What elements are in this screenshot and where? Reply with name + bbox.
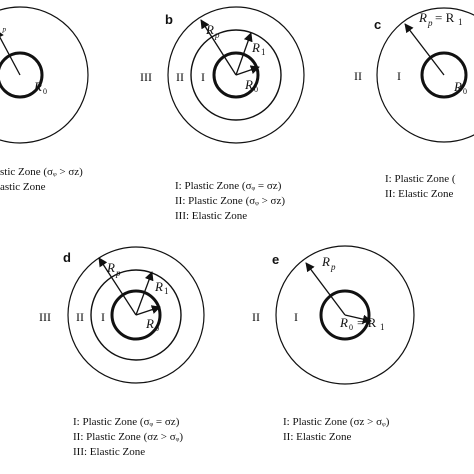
zone-boundary-circle (90, 269, 182, 361)
zone-boundary-circle (376, 7, 474, 143)
radius-label: 0 (254, 85, 258, 94)
opening-circle (420, 51, 468, 99)
radius-arrow (305, 262, 346, 316)
radius-label: R (205, 22, 214, 37)
radius-arrow (404, 23, 445, 76)
radius-label: 0 (155, 324, 159, 333)
radius-label: 0 (463, 87, 467, 96)
radius-label: R (106, 260, 115, 275)
radius-arrow (135, 271, 154, 316)
radius-label: R (418, 10, 427, 25)
panel-caption: I: Plastic Zone (σᵩ = σz) II: Plastic Zon… (73, 415, 183, 460)
panel-caption: I: Plastic Zone ( II: Elastic Zone (385, 172, 456, 202)
opening-circle (0, 51, 44, 99)
caption-line: I: Plastic Zone (σz > σᵩ) (283, 416, 390, 428)
radius-arrow (235, 65, 260, 76)
radius-arrow (0, 29, 21, 76)
caption-line: II: Plastic Zone (σz > σᵩ) (73, 431, 184, 443)
radius-label: R (33, 79, 42, 94)
radius-label: 1 (261, 47, 266, 57)
panel-letter: c (374, 17, 381, 32)
radius-label: R (453, 79, 462, 94)
zone-numeral: I (201, 70, 205, 84)
radius-label: R (339, 315, 348, 330)
zone-boundary-circle (167, 6, 305, 144)
radius-label: p (214, 30, 220, 40)
caption-line: III: Elastic Zone (73, 446, 146, 458)
radius-label: 0 (43, 87, 47, 96)
panel-letter: b (165, 12, 173, 27)
radius-label: R (251, 40, 260, 55)
zone-numeral: I (397, 69, 401, 83)
zone-numeral: II (252, 310, 260, 324)
radius-label: R (321, 254, 330, 269)
caption-line: II: Plastic Zone (σᵩ > σz) (175, 195, 286, 207)
caption-line: III: Elastic Zone (175, 210, 248, 222)
radius-arrow (98, 257, 137, 316)
zone-boundary-circle (275, 245, 415, 385)
zone-boundary-circle (190, 29, 282, 121)
radius-label: 1 (164, 286, 169, 296)
caption-line: I: Plastic Zone (σᵩ = σz) (175, 180, 282, 192)
caption-line: astic Zone (0, 181, 46, 193)
panel-caption: stic Zone (σᵩ > σz) astic Zone (0, 165, 83, 195)
zone-numeral: II (176, 70, 184, 84)
zone-boundary-circle (67, 246, 205, 384)
radius-label: 1 (458, 17, 463, 27)
radius-arrow (135, 305, 161, 316)
radius-label: p (115, 268, 121, 278)
caption-line: I: Plastic Zone (σᵩ = σz) (73, 416, 180, 428)
zone-numeral: III (39, 310, 51, 324)
radius-label: 0 (349, 323, 353, 332)
radius-label: = R (435, 10, 455, 25)
zone-numeral: I (101, 310, 105, 324)
radius-label: R (154, 279, 163, 294)
panel-letter: d (63, 250, 71, 265)
panel-letter: e (272, 252, 279, 267)
zone-numeral: II (76, 310, 84, 324)
panel-caption: I: Plastic Zone (σz > σᵩ) II: Elastic Zon… (283, 415, 389, 445)
radius-label: R (244, 77, 253, 92)
caption-line: stic Zone (σᵩ > σz) (0, 166, 83, 178)
caption-line: II: Elastic Zone (283, 431, 352, 443)
radius-label: p (330, 262, 336, 272)
panel-caption: I: Plastic Zone (σᵩ = σz) II: Plastic Zon… (175, 179, 285, 224)
zone-numeral: II (354, 69, 362, 83)
radius-label: = R (357, 315, 377, 330)
radius-arrow (200, 19, 237, 76)
zone-numeral: III (140, 70, 152, 84)
zone-boundary-circle (0, 6, 89, 144)
radius-arrow (344, 314, 372, 324)
opening-circle (212, 51, 260, 99)
radius-label: 1 (380, 322, 385, 332)
caption-line: I: Plastic Zone ( (385, 173, 456, 185)
caption-line: II: Elastic Zone (385, 188, 454, 200)
radius-label: ᵖ (2, 24, 6, 38)
radius-arrow (235, 32, 253, 76)
radius-label: p (427, 18, 433, 28)
zone-numeral: I (294, 310, 298, 324)
opening-circle (110, 289, 162, 341)
radius-label: R (145, 316, 154, 331)
